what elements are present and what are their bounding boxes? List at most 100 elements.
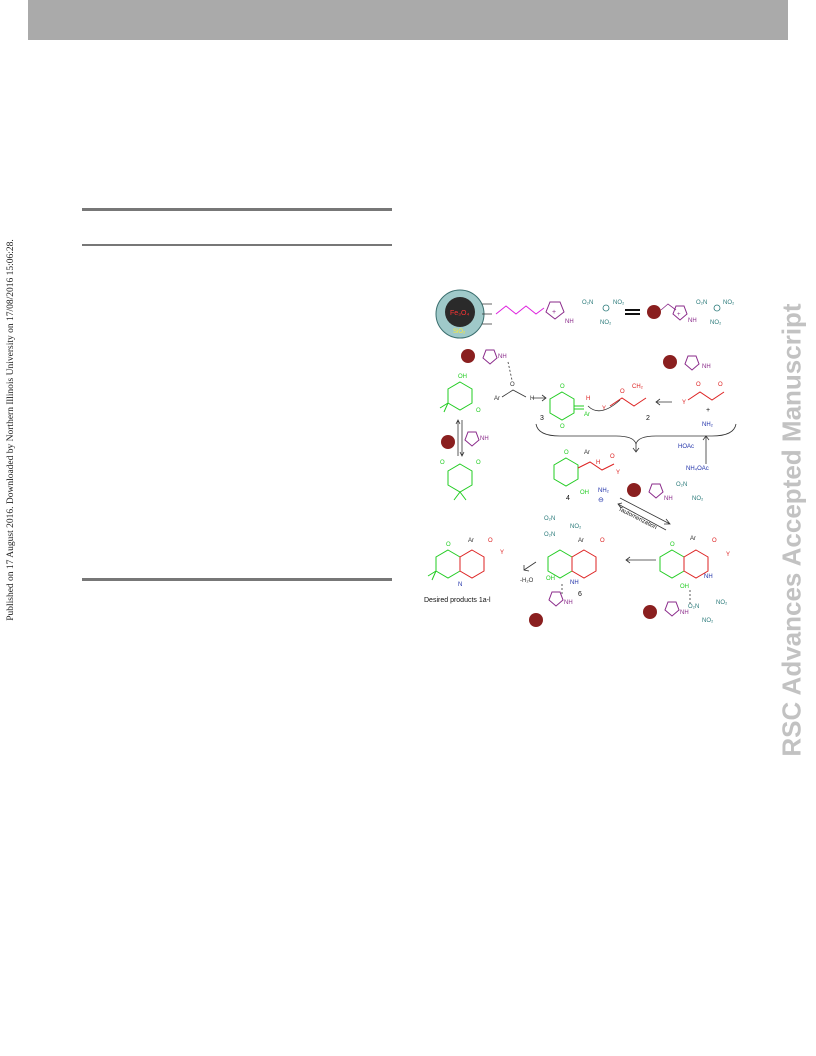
catalyst-bead-tautomer bbox=[627, 483, 641, 497]
enol-catalyst-o2n: O₂N bbox=[688, 604, 699, 610]
enol-y: Y bbox=[726, 552, 730, 558]
label-4: 4 bbox=[566, 495, 570, 502]
nh-hemiaminal-catalyst: NH bbox=[564, 600, 573, 606]
tautomerization-step: NH O₂N NO₂ Tautomerization bbox=[617, 482, 704, 531]
adduct4-ar: Ar bbox=[584, 450, 590, 456]
linker-bonds bbox=[482, 303, 492, 325]
knoevenagel-adduct: O O H Ar 3 bbox=[540, 384, 590, 430]
header-bar bbox=[28, 0, 788, 40]
ammonia-label: NH₂ bbox=[702, 422, 714, 428]
dimedone-enol-o: O bbox=[476, 408, 481, 414]
enol-oh: OH bbox=[680, 584, 689, 590]
hemiaminal-o-ester: O bbox=[600, 538, 605, 544]
label-6: 6 bbox=[578, 591, 582, 598]
legend-no2-bottom: NO₂ bbox=[710, 320, 722, 326]
imidazolium-aldehyde bbox=[482, 349, 498, 365]
adduct4-o-ester: O bbox=[610, 454, 615, 460]
enol-o-ester: O bbox=[712, 538, 717, 544]
ketoester-y: Y bbox=[682, 400, 686, 406]
adduct-ar: Ar bbox=[584, 412, 590, 418]
final-product: O Ar O Y N Desired products 1a-l bbox=[424, 538, 504, 604]
nh-dimedone: NH bbox=[480, 436, 489, 442]
propyl-linker bbox=[495, 305, 545, 315]
catalyst-nh: NH bbox=[565, 319, 574, 325]
hemiaminal-ring-green bbox=[547, 549, 573, 579]
catalyst-no2-right: NO₂ bbox=[613, 300, 625, 306]
adduct-h: H bbox=[586, 396, 590, 402]
nh-enol-catalyst: NH bbox=[680, 610, 689, 616]
product-ring-red bbox=[459, 549, 485, 579]
michael-attack-arrow bbox=[587, 399, 621, 412]
ketoester-o-left: O bbox=[696, 382, 701, 388]
ketoester-activation: NH O O Y + NH₂ HOAc NH₄OAc bbox=[663, 355, 725, 472]
dimedone-enol: OH O NH O O bbox=[439, 374, 489, 501]
arrow-to-enamine bbox=[655, 398, 672, 406]
dimedone-keto-methyls bbox=[453, 491, 467, 501]
imidazolium-tautomer bbox=[648, 483, 664, 499]
enol-ar: Ar bbox=[690, 536, 696, 542]
adduct-o-top: O bbox=[560, 384, 565, 390]
hoac-label: HOAc bbox=[678, 444, 694, 450]
legend-nh: NH bbox=[688, 318, 697, 324]
ketoester-plus: + bbox=[706, 407, 710, 414]
enamine-intermediate: O Y CH₂ 2 bbox=[587, 384, 672, 422]
legend-imidazolium bbox=[672, 305, 688, 321]
tautomerization-label: Tautomerization bbox=[617, 506, 657, 531]
enol-catalyst-no2-right: NO₂ bbox=[716, 600, 728, 606]
enol-ring-green bbox=[659, 549, 685, 579]
catalyst-bead-enol bbox=[643, 605, 657, 619]
adduct-ring bbox=[549, 391, 575, 421]
arrow-6-to-product bbox=[523, 561, 537, 572]
adduct4-y: Y bbox=[616, 470, 620, 476]
enol-o: O bbox=[670, 542, 675, 548]
magnetite-core bbox=[445, 297, 475, 327]
hemiaminal-o2n-top: O₂N bbox=[544, 516, 555, 522]
hbond-aldehyde bbox=[507, 361, 513, 381]
product-o-ester: O bbox=[488, 538, 493, 544]
imidazolium-enol bbox=[664, 601, 680, 617]
product-n: N bbox=[458, 582, 462, 588]
legend-plus: + bbox=[677, 312, 681, 318]
dimedone-enol-ring bbox=[447, 381, 473, 411]
catalyst-bead-dimedone bbox=[441, 435, 455, 449]
label-2: 2 bbox=[646, 415, 650, 422]
watermark-text: RSC Advances Accepted Manuscript bbox=[776, 303, 807, 757]
adduct4-minus: ⊖ bbox=[598, 497, 604, 504]
adduct-exocyclic bbox=[574, 405, 584, 410]
minus-water-label: -H₂O bbox=[520, 578, 534, 584]
michael-adduct-4: O OH Ar H O Y NH₂ ⊖ 4 bbox=[553, 450, 620, 504]
adduct4-o: O bbox=[564, 450, 569, 456]
reaction-mechanism-scheme: Fe₃O₄ SiO₂ + NH O₂N NO₂ NO₂ + NH O₂N NO₂… bbox=[424, 289, 737, 627]
imidazolium-ketoester bbox=[684, 355, 700, 371]
hemiaminal-ar: Ar bbox=[578, 538, 584, 544]
catalyst-definition: Fe₃O₄ SiO₂ + NH O₂N NO₂ NO₂ + NH O₂N NO₂… bbox=[435, 289, 735, 339]
adduct4-h: H bbox=[596, 460, 600, 466]
adduct4-ring bbox=[553, 457, 579, 487]
dimedone-keto-o-left: O bbox=[440, 460, 445, 466]
nh-ketoester: NH bbox=[702, 364, 711, 370]
tautomer-o2n: O₂N bbox=[676, 482, 687, 488]
product-o: O bbox=[446, 542, 451, 548]
imidazolium-hemiaminal bbox=[548, 591, 564, 607]
enamine-bonds bbox=[609, 397, 647, 407]
aldehyde-h: H bbox=[530, 396, 534, 402]
dimedone-keto-o-right: O bbox=[476, 460, 481, 466]
arrow-to-4 bbox=[632, 444, 640, 453]
ketoester-o-right: O bbox=[718, 382, 723, 388]
legend-linker bbox=[660, 303, 677, 311]
adduct4-chain bbox=[577, 461, 615, 471]
product-ring-green bbox=[435, 549, 461, 579]
catalyst-o2n: O₂N bbox=[582, 300, 593, 306]
imidazolium-plus: + bbox=[552, 309, 556, 316]
imidazolium-dimedone bbox=[464, 431, 480, 447]
legend-no2-right: NO₂ bbox=[723, 300, 735, 306]
arrow-enol-to-6 bbox=[625, 556, 656, 564]
hemiaminal-ho: OH bbox=[546, 576, 555, 582]
dimedone-keto-ring bbox=[447, 463, 473, 493]
catalyst-bead-legend bbox=[647, 305, 661, 319]
nh4oac-label: NH₄OAc bbox=[686, 466, 709, 472]
product-ar: Ar bbox=[468, 538, 474, 544]
adduct4-oh: OH bbox=[580, 490, 589, 496]
ketoester-bonds bbox=[687, 391, 725, 401]
hemiaminal-o2n-mid: O₂N bbox=[544, 532, 555, 538]
